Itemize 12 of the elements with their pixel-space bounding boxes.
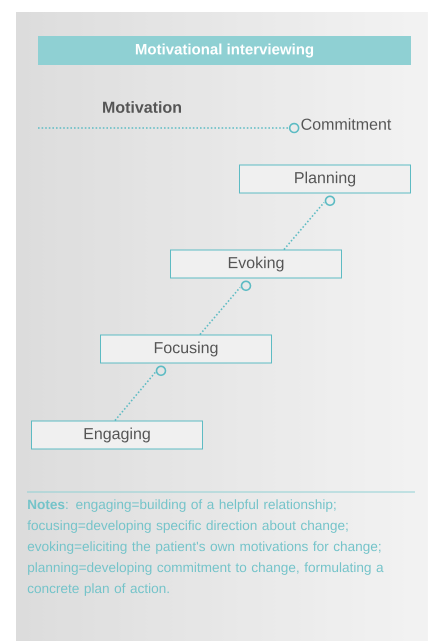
edge-label: Motivation: [103, 101, 181, 113]
stage-box: Engaging: [31, 420, 203, 450]
stage-label: Commitment: [301, 118, 392, 130]
stage-box: Planning: [239, 164, 411, 194]
connector: [283, 196, 336, 250]
connector: [199, 280, 252, 336]
stage-box: Focusing: [100, 334, 272, 364]
notes-text: Notes: engaging=building of a helpful relationship; focusing=developing specific direction about change; evoking=eliciting the patient's own motivations for change; planning=developing commitment to change, formulating a concrete plan of action.: [27, 499, 384, 596]
connector: [114, 366, 166, 422]
title-band: Motivational interviewing: [38, 36, 411, 65]
connector: [38, 122, 300, 134]
stage-box: Evoking: [170, 250, 342, 278]
